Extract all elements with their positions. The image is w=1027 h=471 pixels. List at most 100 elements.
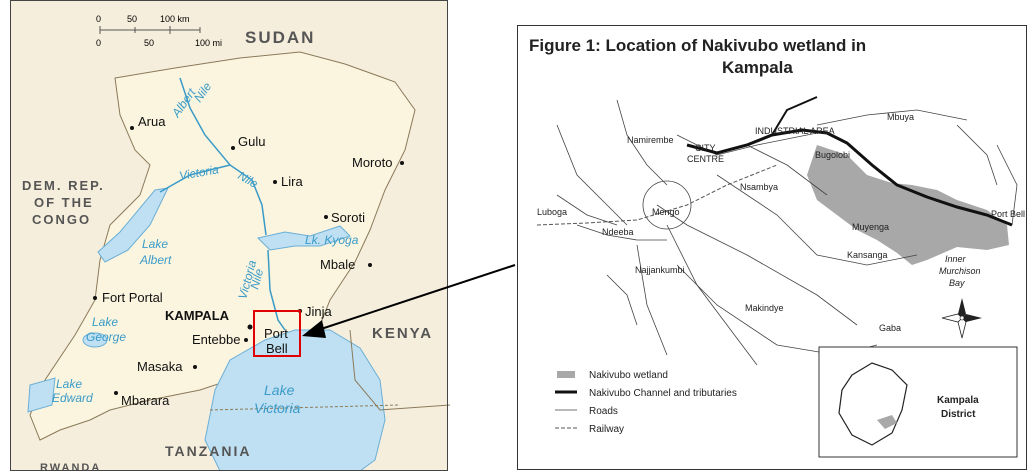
city-dot-entebbe bbox=[244, 338, 248, 342]
country-drc-line3: CONGO bbox=[32, 212, 91, 227]
city-soroti: Soroti bbox=[331, 210, 365, 225]
scale-mi-0: 0 bbox=[96, 38, 101, 48]
lake-victoria bbox=[204, 329, 386, 471]
label-city-line2: CENTRE bbox=[687, 154, 724, 164]
city-dot-lira bbox=[273, 180, 277, 184]
scale-km-50: 50 bbox=[127, 14, 137, 24]
scale-bar: 0 50 100 km 0 50 100 mi bbox=[96, 14, 222, 48]
city-dot-soroti bbox=[324, 215, 328, 219]
label-namirembe: Namirembe bbox=[627, 135, 674, 145]
label-bugolobi: Bugolobi bbox=[815, 150, 850, 160]
lake-kyoga bbox=[257, 225, 351, 251]
city-dot-gulu bbox=[231, 146, 235, 150]
legend-channel: Nakivubo Channel and tributaries bbox=[589, 388, 737, 399]
inset-label-line1: Kampala bbox=[937, 395, 979, 406]
border-south bbox=[209, 404, 401, 411]
label-lake-george-line2: George bbox=[86, 330, 126, 344]
lake-edward bbox=[27, 377, 56, 413]
label-makindye: Makindye bbox=[745, 303, 784, 313]
nakivubo-wetland-area bbox=[807, 145, 1009, 265]
label-lake-george-line1: Lake bbox=[92, 315, 118, 329]
roads bbox=[556, 99, 1018, 366]
label-lake-victoria-line2: Victoria bbox=[254, 400, 301, 416]
legend-wetland: Nakivubo wetland bbox=[589, 370, 668, 381]
city-lira: Lira bbox=[281, 174, 303, 189]
city-dot-masaka bbox=[193, 365, 197, 369]
compass-rose-icon bbox=[941, 298, 982, 339]
country-drc-line1: DEM. REP. bbox=[22, 178, 105, 193]
label-lake-edward-line1: Lake bbox=[56, 377, 82, 391]
city-masaka: Masaka bbox=[137, 359, 183, 374]
city-port-bell-line2: Bell bbox=[266, 341, 288, 356]
legend: Nakivubo wetland Nakivubo Channel and tr… bbox=[555, 370, 737, 435]
country-sudan: SUDAN bbox=[245, 28, 315, 47]
label-inner-line2: Murchison bbox=[939, 266, 981, 276]
scale-km-100: 100 km bbox=[160, 14, 190, 24]
label-city-line1: CITY bbox=[695, 143, 716, 153]
country-drc-line2: OF THE bbox=[34, 195, 94, 210]
label-industrial-area: INDUSTRIAL AREA bbox=[755, 126, 835, 136]
figure-title-line2: Kampala bbox=[722, 58, 793, 77]
scale-mi-100: 100 mi bbox=[195, 38, 222, 48]
label-lake-albert-line1: Lake bbox=[142, 237, 168, 251]
label-inner-line3: Bay bbox=[949, 278, 965, 288]
city-dot-kampala bbox=[247, 324, 253, 330]
inset-label-line2: District bbox=[941, 409, 976, 420]
figure-title-line1: Figure 1: Location of Nakivubo wetland i… bbox=[529, 36, 866, 55]
channel-tributary bbox=[771, 96, 818, 136]
label-mbuya: Mbuya bbox=[887, 112, 914, 122]
victoria-nile-west bbox=[159, 164, 231, 193]
uganda-map: 0 50 100 km 0 50 100 mi SUDAN DEM. REP. … bbox=[10, 0, 450, 471]
city-port-bell-line1: Port bbox=[264, 326, 288, 341]
city-moroto: Moroto bbox=[352, 155, 392, 170]
scale-mi-50: 50 bbox=[144, 38, 154, 48]
label-lake-victoria-line1: Lake bbox=[264, 382, 295, 398]
label-ndeeba: Ndeeba bbox=[602, 227, 634, 237]
label-victoria-nile-line1: Victoria bbox=[178, 162, 220, 183]
label-lake-kyoga: Lk. Kyoga bbox=[305, 233, 359, 247]
country-rwanda: RWANDA bbox=[40, 462, 101, 471]
city-mbarara: Mbarara bbox=[121, 393, 170, 408]
city-entebbe: Entebbe bbox=[192, 332, 240, 347]
city-dot-mbarara bbox=[114, 391, 118, 395]
label-muyenga: Muyenga bbox=[852, 222, 889, 232]
city-kampala: KAMPALA bbox=[165, 308, 230, 323]
country-kenya: KENYA bbox=[372, 325, 433, 342]
legend-wetland-swatch bbox=[557, 371, 575, 378]
label-mengo: Mengo bbox=[652, 207, 680, 217]
label-nsambya: Nsambya bbox=[740, 182, 778, 192]
city-dot-mbale bbox=[368, 263, 372, 267]
city-fort-portal: Fort Portal bbox=[102, 290, 163, 305]
label-lake-albert-line2: Albert bbox=[139, 253, 172, 267]
city-mbale: Mbale bbox=[320, 257, 355, 272]
label-najjankumbi: Najjankumbi bbox=[635, 265, 685, 275]
label-port-bell: Port Bell bbox=[991, 209, 1025, 219]
label-kansanga: Kansanga bbox=[847, 250, 888, 260]
legend-railway: Railway bbox=[589, 424, 624, 435]
uganda-land bbox=[29, 51, 416, 441]
lake-albert bbox=[97, 187, 169, 263]
country-tanzania: TANZANIA bbox=[165, 443, 252, 459]
legend-roads: Roads bbox=[589, 406, 618, 417]
port-bell-highlight-box bbox=[253, 310, 301, 357]
city-jinja: Jinja bbox=[305, 304, 333, 319]
border-east bbox=[349, 329, 450, 411]
scale-km-0: 0 bbox=[96, 14, 101, 24]
city-gulu: Gulu bbox=[238, 134, 265, 149]
label-gaba: Gaba bbox=[879, 323, 901, 333]
city-arua: Arua bbox=[138, 114, 166, 129]
city-dot-fort-portal bbox=[93, 296, 97, 300]
figure-1-kampala-map: Figure 1: Location of Nakivubo wetland i… bbox=[517, 25, 1027, 470]
label-victoria-nile2-line2: Nile bbox=[247, 267, 266, 291]
city-dot-moroto bbox=[400, 161, 404, 165]
label-inner-line1: Inner bbox=[945, 254, 967, 264]
lake-george bbox=[82, 332, 108, 348]
victoria-nile-river bbox=[267, 249, 286, 331]
city-dot-arua bbox=[130, 126, 134, 130]
railway-line bbox=[536, 164, 778, 226]
nakivubo-channel bbox=[686, 128, 1013, 227]
label-luboga: Luboga bbox=[537, 207, 567, 217]
inset-wetland bbox=[877, 415, 897, 429]
kampala-district-inset: Kampala District bbox=[818, 346, 1018, 458]
label-lake-edward-line2: Edward bbox=[52, 391, 93, 405]
